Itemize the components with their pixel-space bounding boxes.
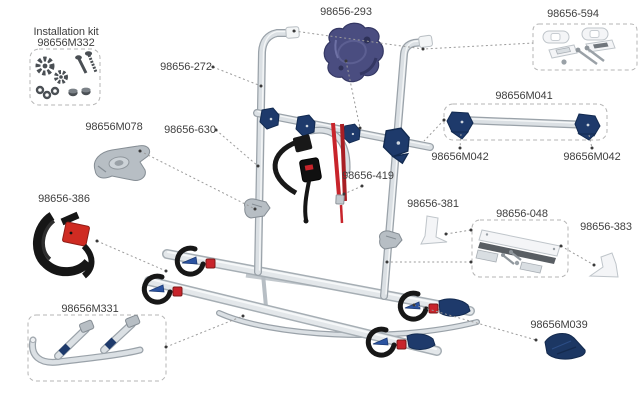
corner-bracket-right-part xyxy=(588,252,619,278)
wheel-clamp xyxy=(365,326,407,358)
rail-frame-kit-parts xyxy=(28,314,144,366)
wheel-clamp xyxy=(174,245,216,277)
corner-bracket-left-part xyxy=(420,215,448,245)
right-upright xyxy=(380,34,433,300)
bike-rails xyxy=(144,249,480,356)
wheel-strap-part xyxy=(33,211,95,279)
frame-strap-assembly xyxy=(272,134,322,224)
knob-part xyxy=(323,22,384,83)
crossbar-clamp xyxy=(295,114,316,137)
part-label-upright-tube: 98656-272 xyxy=(160,61,212,73)
rack-assembly xyxy=(141,26,480,358)
crossbar-clamp-left-part xyxy=(446,111,474,134)
wheel-clamp xyxy=(397,290,439,322)
rail-frame-kit-box xyxy=(27,314,167,382)
part-label-end-cap-kit: 98656-594 xyxy=(547,8,599,20)
tube-end-cap xyxy=(285,26,300,39)
part-label-rail-frame-kit: 98656M331 xyxy=(61,303,119,315)
mounting-plate-kit-parts xyxy=(475,229,561,274)
rail-chock xyxy=(406,333,436,350)
part-label-lower-tube: 98656-630 xyxy=(164,124,216,136)
installation-kit-part-number: 98656M332 xyxy=(37,37,95,49)
rail-chock xyxy=(438,298,471,317)
crossbar-kit-box xyxy=(443,103,608,141)
part-label-rail-bracket: 98656M078 xyxy=(85,121,143,133)
mounting-plate-kit-box xyxy=(471,219,569,278)
part-label-wheel-strap: 98656-386 xyxy=(38,193,90,205)
end-cap-kit-box xyxy=(532,23,638,71)
crossbar-clamp xyxy=(259,107,280,130)
part-label-red-strap: 98656-419 xyxy=(342,170,394,182)
wheel-clamp xyxy=(141,273,183,305)
installation-kit-title: Installation kit xyxy=(33,26,99,38)
wheel-chock-part xyxy=(544,333,586,360)
part-label-wheel-chock: 98656M039 xyxy=(530,319,588,331)
support-arm-tube xyxy=(307,126,351,174)
part-label-crossbar-clamp-left: 98656M042 xyxy=(431,151,489,163)
left-upright xyxy=(254,26,300,276)
part-label-corner-bracket-left: 98656-381 xyxy=(407,198,459,210)
post-bracket xyxy=(379,230,403,250)
post-foot-bracket xyxy=(244,198,271,219)
hardware-icons xyxy=(35,51,98,100)
leader-lines xyxy=(95,29,596,349)
part-label-corner-bracket-right: 98656-383 xyxy=(580,221,632,233)
part-label-knob: 98656-293 xyxy=(320,6,372,18)
crossbar-clamp xyxy=(342,123,361,144)
installation-kit-box xyxy=(29,48,101,106)
red-strap xyxy=(331,122,347,224)
part-label-mounting-plate-kit: 98656-048 xyxy=(496,208,548,220)
part-label-crossbar-kit: 98656M041 xyxy=(495,90,553,102)
rail-bracket-part xyxy=(93,145,151,181)
crossbar-kit-parts xyxy=(446,111,601,141)
tube-end-cap xyxy=(418,34,433,48)
crossbar-clamp xyxy=(382,127,410,165)
part-label-crossbar-clamp-right: 98656M042 xyxy=(563,151,621,163)
end-cap-kit-parts xyxy=(542,27,616,65)
